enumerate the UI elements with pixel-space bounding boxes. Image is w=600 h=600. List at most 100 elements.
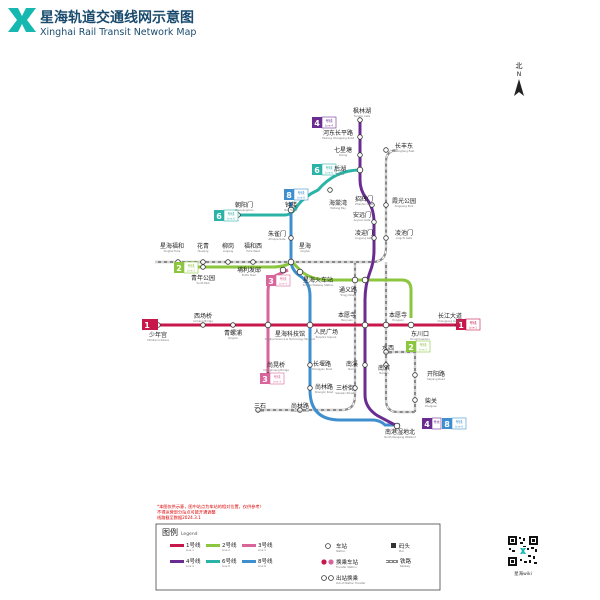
svg-text:Sanshi: Sanshi — [256, 409, 265, 413]
svg-text:8号线: 8号线 — [258, 557, 273, 565]
station-dot — [200, 264, 206, 270]
svg-text:Zhuque Gate: Zhuque Gate — [269, 237, 286, 241]
svg-text:Line 3: Line 3 — [279, 282, 287, 286]
svg-text:星海科技馆: 星海科技馆 — [275, 330, 305, 338]
svg-text:4: 4 — [314, 119, 320, 128]
svg-text:朱雀门: 朱雀门 — [268, 230, 286, 238]
station-dot — [307, 385, 313, 391]
svg-text:号线: 号线 — [228, 211, 235, 216]
station-dot — [225, 259, 231, 265]
svg-text:河东长平路: 河东长平路 — [323, 129, 353, 137]
line-badge: 2 号线 Line 2 — [406, 340, 431, 353]
station-dot — [200, 259, 206, 265]
svg-text:号线: 号线 — [280, 276, 288, 281]
svg-text:8: 8 — [286, 191, 292, 200]
svg-text:2: 2 — [176, 264, 182, 273]
svg-text:Youth Park: Youth Park — [196, 281, 210, 285]
station-dot — [383, 202, 389, 208]
transfer-station-dot — [393, 422, 401, 430]
svg-text:Shanglin Road: Shanglin Road — [315, 390, 334, 394]
map-title-en: Xinghai Rail Transit Network Map — [40, 27, 196, 38]
svg-text:人民广场: 人民广场 — [314, 328, 338, 336]
transfer-station-dot — [279, 266, 287, 274]
qr-code[interactable]: 星海wiki — [508, 536, 538, 577]
svg-text:Nanbin: Nanbin — [379, 371, 389, 375]
svg-text:出站换乘: 出站换乘 — [336, 574, 359, 582]
svg-text:西场桥: 西场桥 — [194, 312, 212, 320]
svg-text:Liugang: Liugang — [223, 249, 234, 253]
map-title-zh: 星海轨道交通线网示意图 — [40, 9, 194, 26]
svg-text:Shanglin Road: Shanglin Road — [291, 409, 310, 413]
transfer-station-dot — [351, 276, 359, 284]
station-dot — [357, 117, 363, 123]
svg-text:号线: 号线 — [433, 419, 439, 424]
transfer-station-dot — [356, 166, 364, 174]
svg-text:Line 6: Line 6 — [222, 564, 230, 568]
svg-text:Qixing: Qixing — [339, 153, 348, 157]
svg-text:Shuixi: Shuixi — [384, 351, 392, 355]
svg-text:号线: 号线 — [470, 320, 478, 325]
svg-text:Changjiang Avenue: Changjiang Avenue — [437, 319, 463, 323]
svg-text:Pulifa Town: Pulifa Town — [242, 273, 257, 277]
svg-text:凌池门: 凌池门 — [395, 229, 413, 237]
svg-text:Xiaguang Park: Xiaguang Park — [395, 204, 414, 208]
svg-text:3: 3 — [262, 375, 268, 384]
svg-text:Bell Tower: Bell Tower — [284, 208, 298, 212]
svg-text:本愿寺: 本愿寺 — [389, 311, 407, 319]
legend-line-item: 2号线 Line 2 — [206, 541, 237, 552]
legend-transfer-symbol: 换乘车站 Transfer Station — [321, 558, 359, 569]
transfer-station-dot — [407, 321, 415, 329]
svg-text:Anyuan Gate: Anyuan Gate — [354, 218, 371, 222]
station-dot — [255, 407, 261, 413]
svg-text:Line 3: Line 3 — [258, 548, 266, 552]
legend-exit-transfer-symbol: 出站换乘 Out-of-Station Transfer — [321, 574, 366, 585]
legend-line-item: 3号线 Line 3 — [242, 541, 273, 552]
svg-text:4: 4 — [424, 420, 430, 429]
station-dot — [230, 322, 236, 328]
station-dot — [357, 152, 363, 158]
map-notes: *本图仅供示意，图中站点为车站的相对位置，仅供参考！ 不得运营部分站点可能开通调… — [157, 503, 264, 521]
station-dot — [383, 362, 389, 368]
svg-text:霞光公园: 霞光公园 — [392, 197, 416, 205]
svg-text:七星塘: 七星塘 — [334, 146, 352, 154]
svg-text:星海火车站: 星海火车站 — [303, 276, 333, 284]
legend-railway-symbol: 铁路 Railway — [386, 557, 412, 568]
station-dot — [412, 372, 418, 378]
svg-text:Xichang Bridge: Xichang Bridge — [193, 319, 213, 323]
svg-text:柳岗: 柳岗 — [222, 242, 234, 250]
svg-text:长堰路: 长堰路 — [313, 360, 331, 368]
line-2-path — [178, 260, 413, 318]
compass-label: 北 — [516, 62, 523, 70]
svg-text:青螺浦: 青螺浦 — [224, 329, 242, 337]
svg-text:North Nangang Wetland: North Nangang Wetland — [384, 435, 416, 439]
svg-text:尚林路: 尚林路 — [315, 383, 333, 391]
svg-text:Line 8: Line 8 — [297, 196, 305, 200]
svg-text:3: 3 — [268, 277, 274, 286]
svg-text:安远门: 安远门 — [353, 211, 371, 219]
line-badge: 3 号线 Line 3 — [260, 372, 285, 385]
svg-text:Hedong Changping Road: Hedong Changping Road — [322, 136, 355, 140]
legend-station-symbol: 车站 Station — [325, 542, 348, 553]
svg-text:福和西: 福和西 — [244, 242, 262, 250]
svg-text:Line 4: Line 4 — [186, 564, 194, 568]
